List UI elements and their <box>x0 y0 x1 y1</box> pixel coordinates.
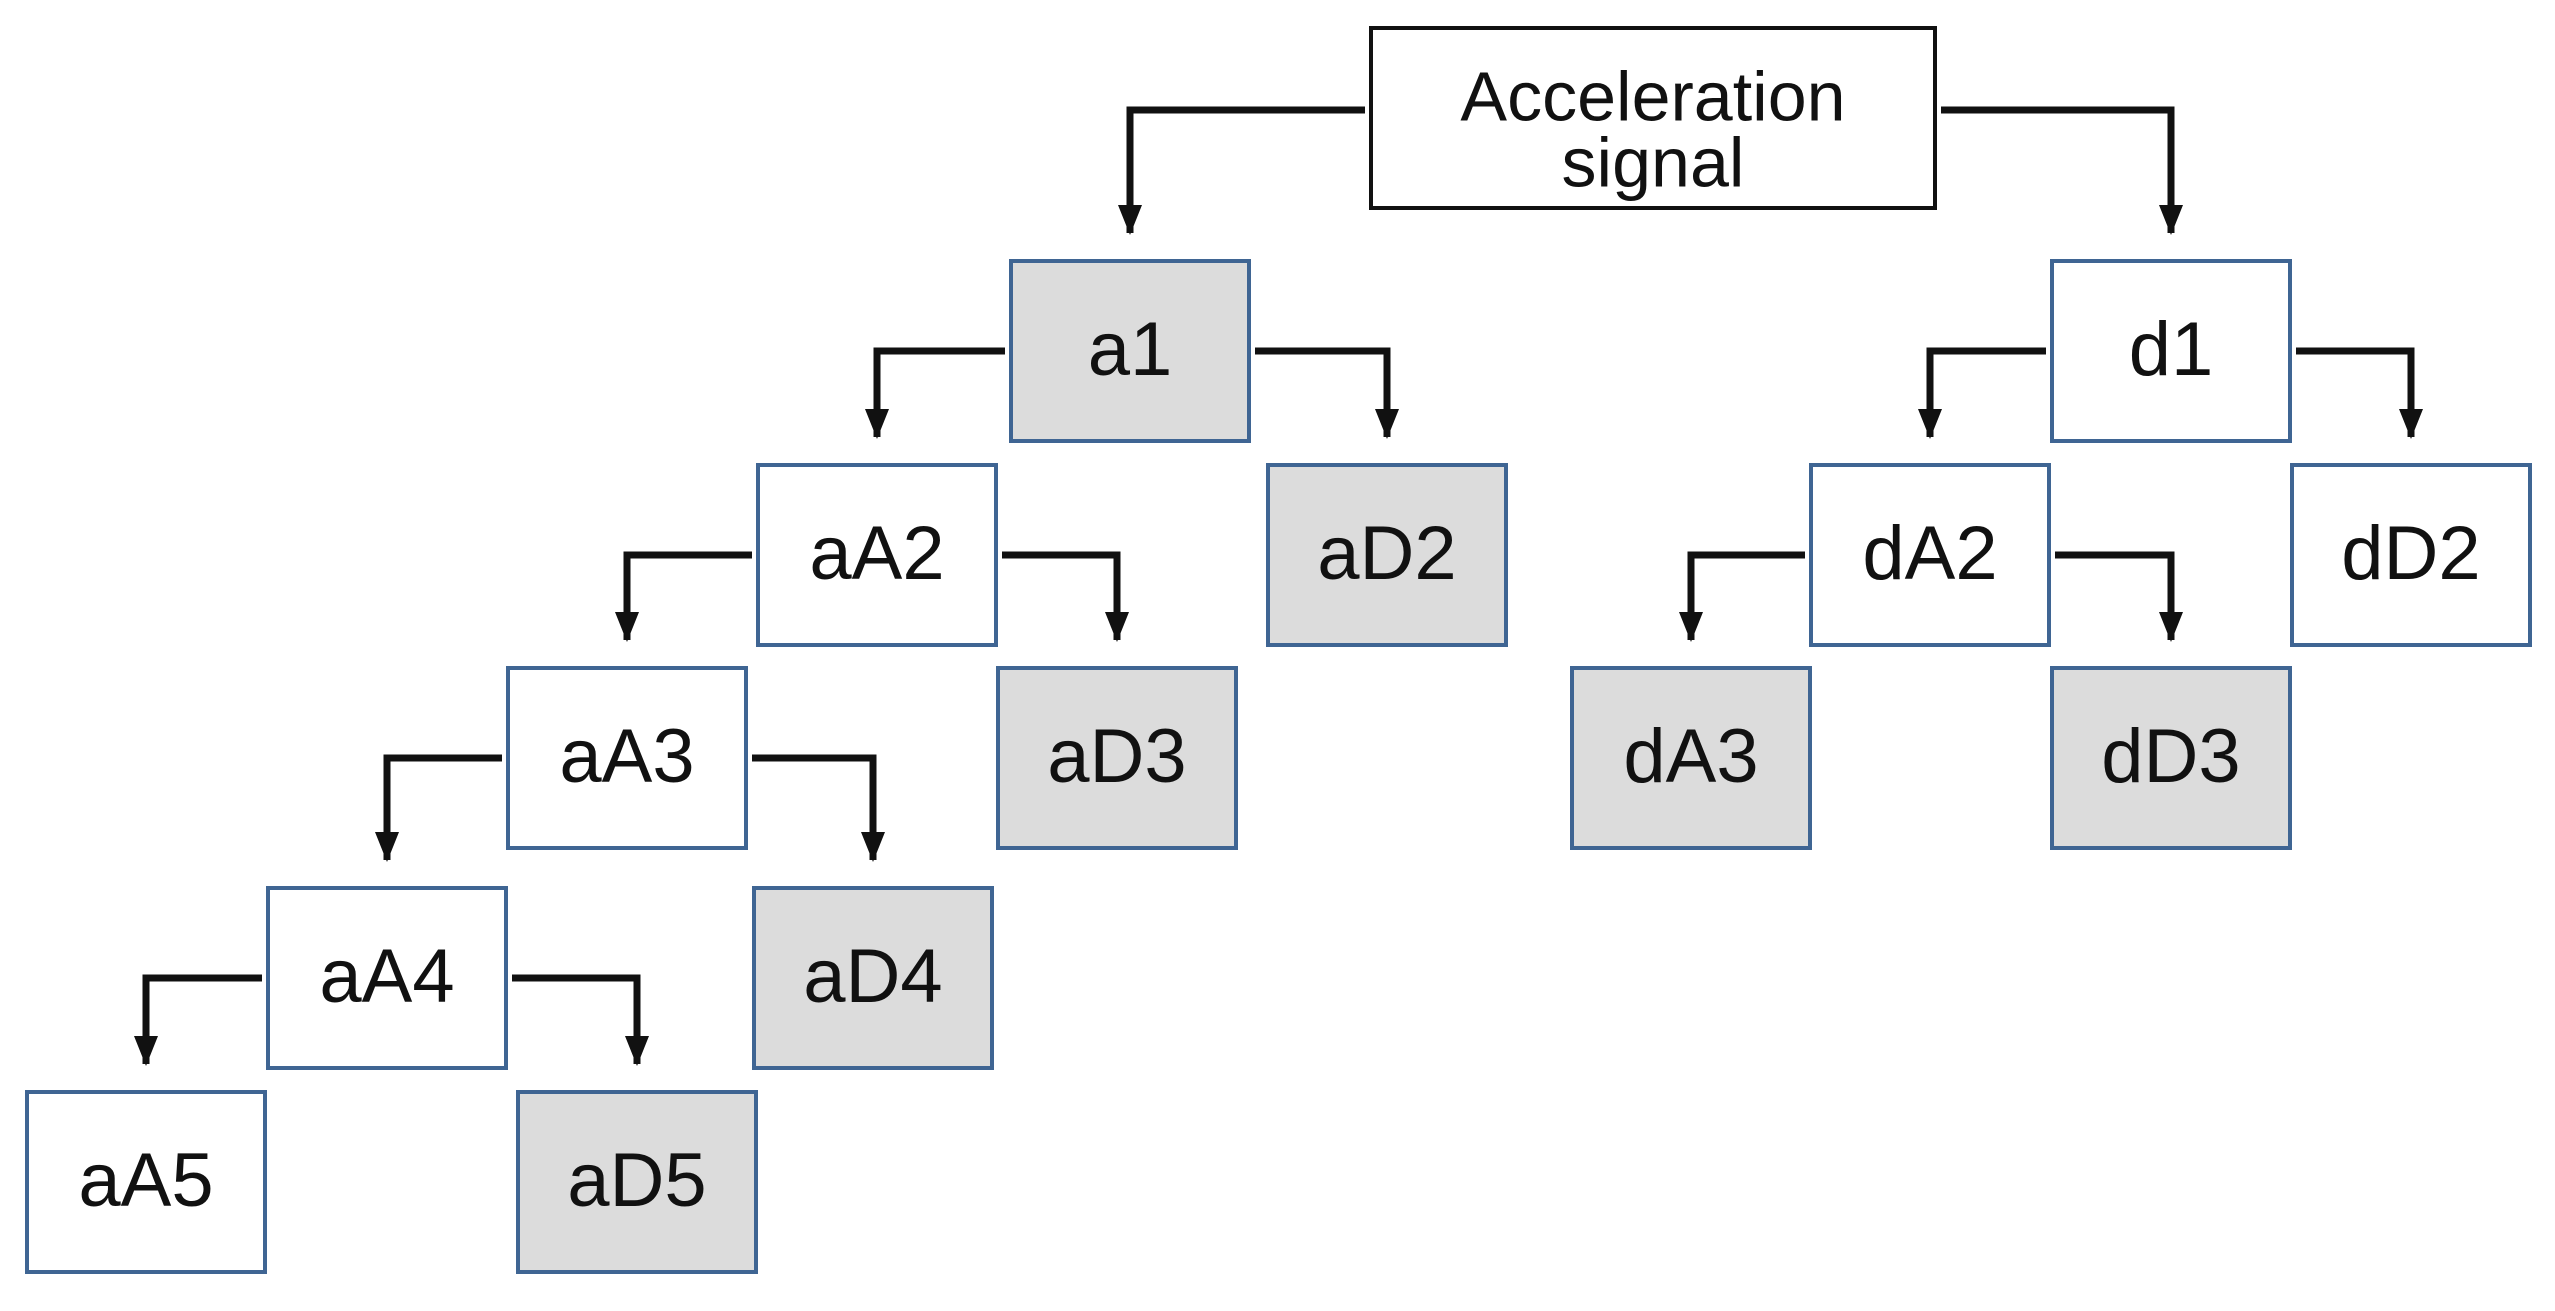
edge-aA2-to-aA3 <box>615 551 752 642</box>
edge-root-to-a1 <box>1118 106 1365 235</box>
node-box-dA2 <box>1809 463 2051 647</box>
edge-aA4-to-aD5 <box>512 974 649 1066</box>
node-aD3: aD3 <box>996 666 1238 850</box>
node-box-aD5 <box>516 1090 758 1274</box>
node-aD5: aD5 <box>516 1090 758 1274</box>
node-label-aD4: aD4 <box>803 934 942 1019</box>
root-node-acceleration-signal: Acceleration signal <box>1369 26 1937 210</box>
edge-d1-to-dD2 <box>2296 347 2423 439</box>
node-label-dD2: dD2 <box>2341 511 2480 596</box>
node-aD2: aD2 <box>1266 463 1508 647</box>
node-dA3: dA3 <box>1570 666 1812 850</box>
edge-aA2-to-aD3 <box>1002 551 1129 642</box>
node-d1: d1 <box>2050 259 2292 443</box>
node-dD2: dD2 <box>2290 463 2532 647</box>
node-label-aA5: aA5 <box>78 1138 213 1223</box>
nodes-group: Acceleration signal a1 d1 aA2 aD2 dA2 dD2 aA3 a… <box>25 26 2532 1274</box>
root-label-line2: signal <box>1562 123 1745 201</box>
node-dD3: dD3 <box>2050 666 2292 850</box>
node-box-dD3 <box>2050 666 2292 850</box>
node-aA4: aA4 <box>266 886 508 1070</box>
node-label-dD3: dD3 <box>2101 714 2240 799</box>
node-aD4: aD4 <box>752 886 994 1070</box>
edge-a1-to-aD2 <box>1255 347 1399 439</box>
node-aA3: aA3 <box>506 666 748 850</box>
node-box-d1 <box>2050 259 2292 443</box>
node-aA2: aA2 <box>756 463 998 647</box>
edge-dA2-to-dD3 <box>2055 551 2183 642</box>
edges-group <box>134 106 2423 1066</box>
node-label-d1: d1 <box>2129 307 2214 392</box>
node-a1: a1 <box>1009 259 1251 443</box>
node-label-aD3: aD3 <box>1047 714 1186 799</box>
node-label-dA2: dA2 <box>1862 511 1997 596</box>
edge-aA3-to-aD4 <box>752 754 885 862</box>
node-aA5: aA5 <box>25 1090 267 1274</box>
node-label-aA4: aA4 <box>319 934 454 1019</box>
node-dA2: dA2 <box>1809 463 2051 647</box>
node-label-aA3: aA3 <box>559 714 694 799</box>
edge-dA2-to-dA3 <box>1679 551 1805 642</box>
node-box-aA5 <box>25 1090 267 1274</box>
node-label-dA3: dA3 <box>1623 714 1758 799</box>
edge-aA4-to-aA5 <box>134 974 262 1066</box>
edge-d1-to-dA2 <box>1918 347 2046 439</box>
root-node-box <box>1369 26 1937 210</box>
node-label-aD2: aD2 <box>1317 511 1456 596</box>
node-label-a1: a1 <box>1088 307 1173 392</box>
edge-aA3-to-aA4 <box>375 754 502 862</box>
node-label-aA2: aA2 <box>809 511 944 596</box>
node-box-dA3 <box>1570 666 1812 850</box>
node-box-aA3 <box>506 666 748 850</box>
node-box-a1 <box>1009 259 1251 443</box>
node-label-aD5: aD5 <box>567 1138 706 1223</box>
node-box-aD3 <box>996 666 1238 850</box>
node-box-aA4 <box>266 886 508 1070</box>
node-box-dD2 <box>2290 463 2532 647</box>
node-box-aD4 <box>752 886 994 1070</box>
edge-a1-to-aA2 <box>865 347 1005 439</box>
root-label-line1: Acceleration <box>1460 57 1845 135</box>
node-box-aA2 <box>756 463 998 647</box>
edge-root-to-d1 <box>1941 106 2183 235</box>
node-box-aD2 <box>1266 463 1508 647</box>
